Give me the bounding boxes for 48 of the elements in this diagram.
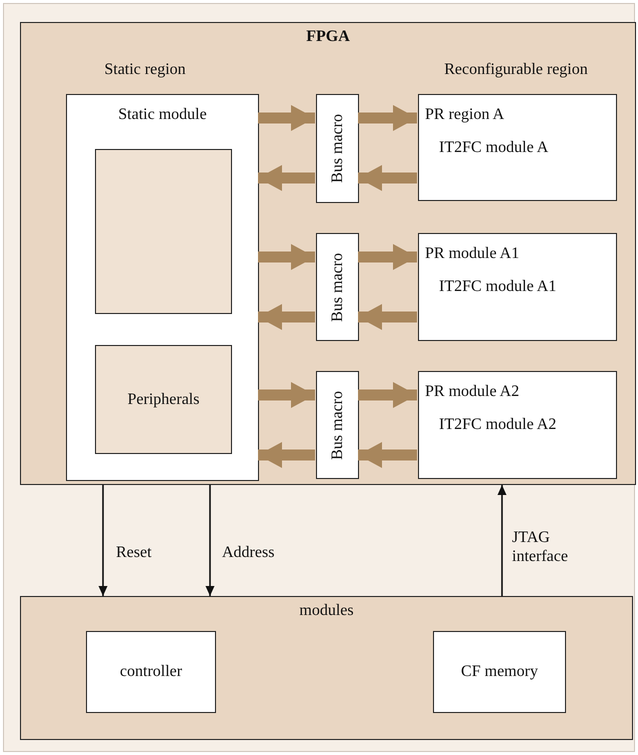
edge-label: Address xyxy=(222,543,274,562)
box-title: PR region A xyxy=(425,105,504,124)
box-subtitle: IT2FC module A2 xyxy=(439,415,556,434)
broad-arrow xyxy=(258,442,315,468)
box-title: Peripherals xyxy=(128,390,200,410)
arrow xyxy=(498,485,506,596)
broad-arrow xyxy=(358,304,417,330)
broad-arrow xyxy=(258,304,315,330)
peripherals-box xyxy=(95,345,232,454)
box-title: Static module xyxy=(118,105,207,124)
bus-macro-box xyxy=(316,233,359,341)
box-title: PR module A2 xyxy=(425,382,520,402)
controller-box xyxy=(86,631,216,713)
region-label: Static region xyxy=(103,60,187,80)
fpga-box xyxy=(20,22,636,485)
memory-box xyxy=(433,631,566,713)
pr-module-box xyxy=(418,371,617,479)
box-title: PR module A1 xyxy=(425,244,520,264)
broad-arrow xyxy=(358,165,417,191)
pr-region-box xyxy=(418,94,617,201)
box-subtitle: IT2FC module A xyxy=(439,138,548,158)
box-label: Bus macro xyxy=(328,252,346,322)
edge-label: JTAG interface xyxy=(512,528,569,566)
region-label: Reconfigurable region xyxy=(443,60,589,80)
box-label: Bus macro xyxy=(328,114,346,183)
processor-box xyxy=(95,149,232,314)
broad-arrow xyxy=(358,105,417,131)
box-title: CF memory xyxy=(461,662,538,682)
box-title: controller xyxy=(120,662,182,682)
arrow xyxy=(98,485,108,596)
modules-box xyxy=(20,596,633,740)
box-title: modules xyxy=(299,601,354,620)
broad-arrow xyxy=(358,382,417,408)
broad-arrow xyxy=(258,165,315,191)
edge-label: Reset xyxy=(116,543,152,562)
bus-macro-box xyxy=(316,94,359,203)
broad-arrow xyxy=(258,244,315,270)
box-label: Bus macro xyxy=(328,390,346,460)
bus-macro-box xyxy=(316,371,359,479)
broad-arrow xyxy=(358,442,417,468)
broad-arrow xyxy=(358,244,417,270)
box-subtitle: IT2FC module A1 xyxy=(439,277,556,296)
pr-module-box xyxy=(418,233,617,341)
broad-arrow xyxy=(258,105,315,131)
arrow xyxy=(206,485,214,596)
module-box xyxy=(66,94,259,481)
broad-arrow xyxy=(258,382,315,408)
box-title: FPGA xyxy=(306,27,350,46)
